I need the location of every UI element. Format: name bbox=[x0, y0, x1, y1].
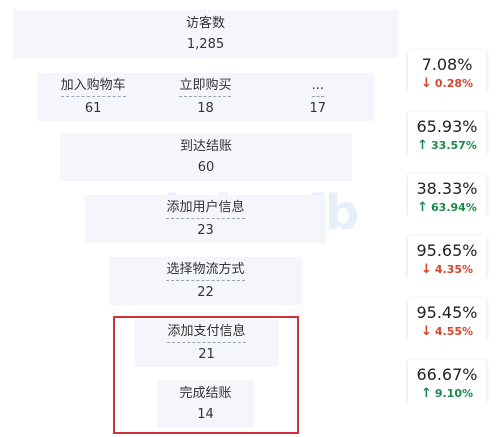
conversion-rate: 66.67% bbox=[416, 365, 478, 384]
step-label: 添加支付信息 bbox=[167, 323, 246, 343]
funnel-step-arrive-checkout[interactable]: 到达结账 60 bbox=[60, 133, 352, 181]
conversion-badge: 95.45% ↓ 4.55% bbox=[408, 298, 486, 348]
funnel-step-complete-checkout[interactable]: 完成结账 14 bbox=[157, 380, 254, 428]
conversion-change: ↑ 33.57% bbox=[417, 139, 477, 153]
arrow-down-icon: ↓ bbox=[420, 262, 432, 277]
conversion-change: ↓ 4.55% bbox=[421, 325, 473, 339]
substep-buy-now[interactable]: 立即购买 18 bbox=[155, 77, 255, 118]
step-label: 到达结账 bbox=[179, 138, 232, 154]
step-value: 23 bbox=[197, 222, 214, 238]
conversion-change-value: 4.55% bbox=[434, 325, 474, 338]
arrow-up-icon: ↑ bbox=[420, 386, 432, 401]
step-label: 访客数 bbox=[185, 15, 225, 31]
conversion-rate: 95.65% bbox=[416, 241, 478, 260]
step-value: 21 bbox=[198, 346, 215, 362]
step-value: 60 bbox=[197, 159, 215, 175]
step-value: 14 bbox=[197, 406, 214, 422]
conversion-rate: 65.93% bbox=[416, 117, 478, 136]
funnel-step-visitors[interactable]: 访客数 1,285 bbox=[13, 10, 398, 58]
conversion-change-value: 33.57% bbox=[431, 139, 477, 152]
step-label: 选择物流方式 bbox=[166, 261, 245, 281]
conversion-rate: 38.33% bbox=[416, 179, 478, 198]
conversion-change-value: 4.35% bbox=[434, 263, 474, 276]
conversion-rate: 7.08% bbox=[421, 55, 473, 74]
step-value: 1,285 bbox=[186, 36, 225, 52]
funnel-step-add-user-info[interactable]: 添加用户信息 23 bbox=[85, 195, 326, 243]
substep-label: 立即购买 bbox=[179, 77, 232, 97]
substep-label: ... bbox=[311, 77, 325, 97]
step-label: 完成结账 bbox=[179, 385, 232, 401]
step-value: 22 bbox=[197, 284, 214, 300]
arrow-up-icon: ↑ bbox=[417, 138, 429, 153]
conversion-change-value: 9.10% bbox=[434, 387, 474, 400]
conversion-change: ↓ 0.28% bbox=[421, 77, 473, 91]
conversion-rate: 95.45% bbox=[416, 303, 478, 322]
conversion-change-value: 63.94% bbox=[431, 201, 477, 214]
conversion-change: ↓ 4.35% bbox=[421, 263, 473, 277]
step-label: 添加用户信息 bbox=[166, 199, 245, 219]
funnel-step-add-payment-info[interactable]: 添加支付信息 21 bbox=[134, 319, 279, 367]
conversion-badge: 7.08% ↓ 0.28% bbox=[408, 50, 486, 100]
substep-value: 17 bbox=[309, 100, 327, 116]
funnel-step-select-shipping[interactable]: 选择物流方式 22 bbox=[109, 257, 302, 305]
conversion-change-value: 0.28% bbox=[434, 77, 474, 90]
conversion-badge: 95.65% ↓ 4.35% bbox=[408, 236, 486, 286]
arrow-down-icon: ↓ bbox=[420, 76, 432, 91]
conversion-change: ↑ 63.94% bbox=[417, 201, 477, 215]
arrow-up-icon: ↑ bbox=[417, 200, 429, 215]
substep-value: 61 bbox=[84, 100, 102, 116]
substep-value: 18 bbox=[197, 100, 214, 116]
conversion-change: ↑ 9.10% bbox=[421, 387, 473, 401]
substep-add-to-cart[interactable]: 加入购物车 61 bbox=[43, 77, 143, 118]
arrow-down-icon: ↓ bbox=[420, 324, 432, 339]
funnel-substeps-row: 加入购物车 61 立即购买 18 ... 17 bbox=[37, 73, 374, 121]
conversion-badge: 38.33% ↑ 63.94% bbox=[408, 174, 486, 224]
conversion-badge: 65.93% ↑ 33.57% bbox=[408, 112, 486, 162]
substep-more[interactable]: ... 17 bbox=[268, 77, 368, 118]
conversion-badge: 66.67% ↑ 9.10% bbox=[408, 360, 486, 410]
substep-label: 加入购物车 bbox=[60, 77, 126, 97]
highlight-box bbox=[113, 316, 299, 434]
